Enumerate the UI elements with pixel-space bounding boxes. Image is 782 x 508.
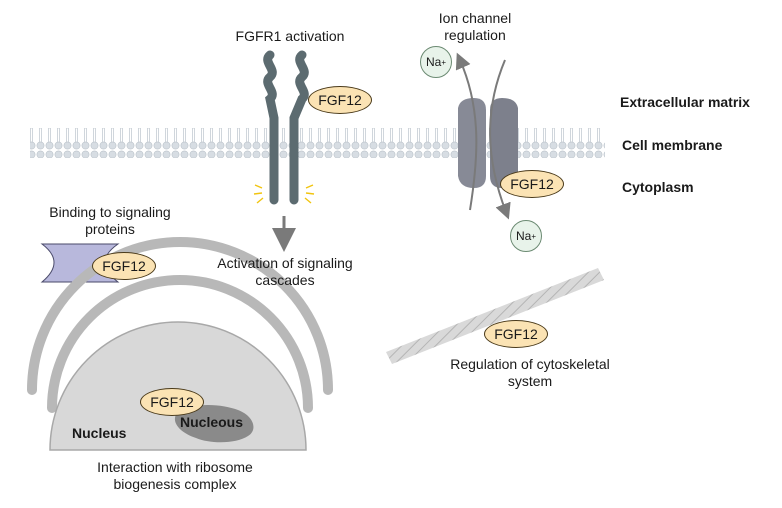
- nucleus-caption: Interaction with ribosome biogenesis com…: [70, 459, 280, 493]
- signaling-caption-line2: proteins: [85, 221, 135, 237]
- ion-charge: +: [441, 57, 446, 67]
- fgfr1-receptor: [253, 50, 315, 252]
- ion-charge: +: [531, 231, 536, 241]
- cytoskeleton-caption: Regulation of cytoskeletal system: [430, 356, 630, 390]
- nucleolus-label: Nucleous: [180, 414, 244, 430]
- phosphorylation-spark-icon: [253, 184, 315, 204]
- nucleus-caption-line1: Interaction with ribosome: [97, 459, 253, 475]
- fgf12-signaling-pill: FGF12: [92, 252, 156, 280]
- ion-symbol: Na: [515, 229, 532, 243]
- membrane-label: Cell membrane: [622, 137, 723, 153]
- ion-flow-arrow: [489, 59, 511, 220]
- cascade-caption-line1: Activation of signaling: [217, 255, 353, 271]
- cytoskeleton-filament: [386, 268, 604, 364]
- cytoskeleton-caption-line1: Regulation of cytoskeletal: [450, 356, 610, 372]
- sodium-ion-extracellular: Na+: [420, 46, 452, 78]
- fgf12-receptor-pill: FGF12: [308, 86, 372, 114]
- ion-channel-title: Ion channel regulation: [420, 10, 530, 44]
- ion-symbol: Na: [425, 55, 442, 69]
- fgf12-nucleus-pill: FGF12: [140, 388, 204, 416]
- ion-channel-title-line2: regulation: [444, 27, 506, 43]
- sodium-ion-intracellular: Na+: [510, 220, 542, 252]
- cell-membrane: [30, 128, 605, 158]
- extracellular-label: Extracellular matrix: [620, 94, 750, 110]
- cytoplasm-label: Cytoplasm: [622, 179, 694, 195]
- cytoskeleton-caption-line2: system: [507, 373, 553, 389]
- nucleolus: [174, 405, 254, 443]
- cascade-caption-line2: cascades: [255, 272, 315, 288]
- signaling-caption: Binding to signaling proteins: [30, 204, 190, 238]
- nucleus-label: Nucleus: [72, 425, 127, 441]
- fgfr1-title: FGFR1 activation: [235, 28, 345, 44]
- nucleus: [27, 237, 333, 451]
- nucleus-caption-line2: biogenesis complex: [113, 476, 237, 492]
- fgf12-cytoskeleton-pill: FGF12: [484, 320, 548, 348]
- cascade-caption: Activation of signaling cascades: [200, 255, 370, 289]
- ion-flow-arrow: [455, 52, 478, 211]
- ion-channel: [455, 52, 518, 220]
- fgf12-channel-pill: FGF12: [500, 170, 564, 198]
- signaling-caption-line1: Binding to signaling: [49, 204, 171, 220]
- ion-channel-title-line1: Ion channel: [438, 10, 512, 26]
